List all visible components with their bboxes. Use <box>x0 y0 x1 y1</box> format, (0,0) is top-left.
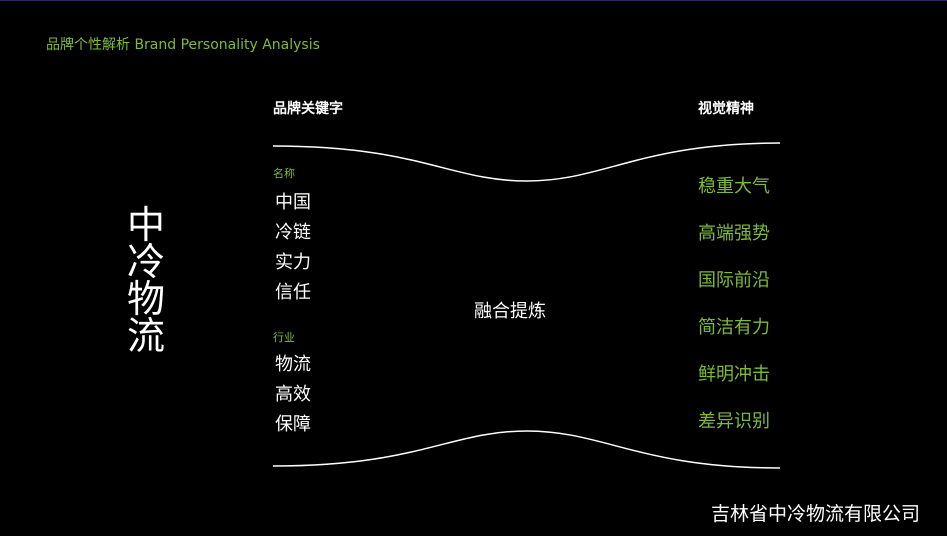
keyword-item: 保障 <box>275 414 311 435</box>
name-keyword-list: 中国 冷链 实力 信任 <box>275 188 311 308</box>
visual-spirit-heading: 视觉精神 <box>698 101 754 117</box>
keyword-item: 冷链 <box>275 222 311 243</box>
spirit-item: 鲜明冲击 <box>698 364 770 385</box>
keyword-item: 中国 <box>275 192 311 213</box>
visual-spirit-list: 稳重大气 高端强势 国际前沿 简洁有力 鲜明冲击 差异识别 <box>698 172 770 454</box>
brand-char: 冷 <box>126 240 165 284</box>
spirit-item: 稳重大气 <box>698 176 770 197</box>
spirit-item: 高端强势 <box>698 223 770 244</box>
spirit-item: 国际前沿 <box>698 270 770 291</box>
industry-keyword-list: 物流 高效 保障 <box>275 350 311 440</box>
keyword-item: 高效 <box>275 384 311 405</box>
fusion-text: 融合提炼 <box>474 301 546 322</box>
keyword-item: 信任 <box>275 282 311 303</box>
keyword-item: 物流 <box>275 354 311 375</box>
top-curve <box>272 142 781 182</box>
brand-char: 物 <box>126 277 165 321</box>
group-label-industry: 行业 <box>273 331 295 344</box>
keywords-heading: 品牌关键字 <box>273 101 343 117</box>
keyword-item: 实力 <box>275 252 311 273</box>
spirit-item: 差异识别 <box>698 411 770 432</box>
bottom-curve <box>272 430 781 469</box>
brand-char: 中 <box>126 203 165 247</box>
company-name: 吉林省中冷物流有限公司 <box>710 503 920 525</box>
header-title: 品牌个性解析 Brand Personality Analysis <box>46 37 320 53</box>
group-label-name: 名称 <box>273 167 295 180</box>
brand-char: 流 <box>126 314 165 358</box>
spirit-item: 简洁有力 <box>698 317 770 338</box>
brand-vertical-title: 中 冷 物 流 <box>124 203 168 358</box>
